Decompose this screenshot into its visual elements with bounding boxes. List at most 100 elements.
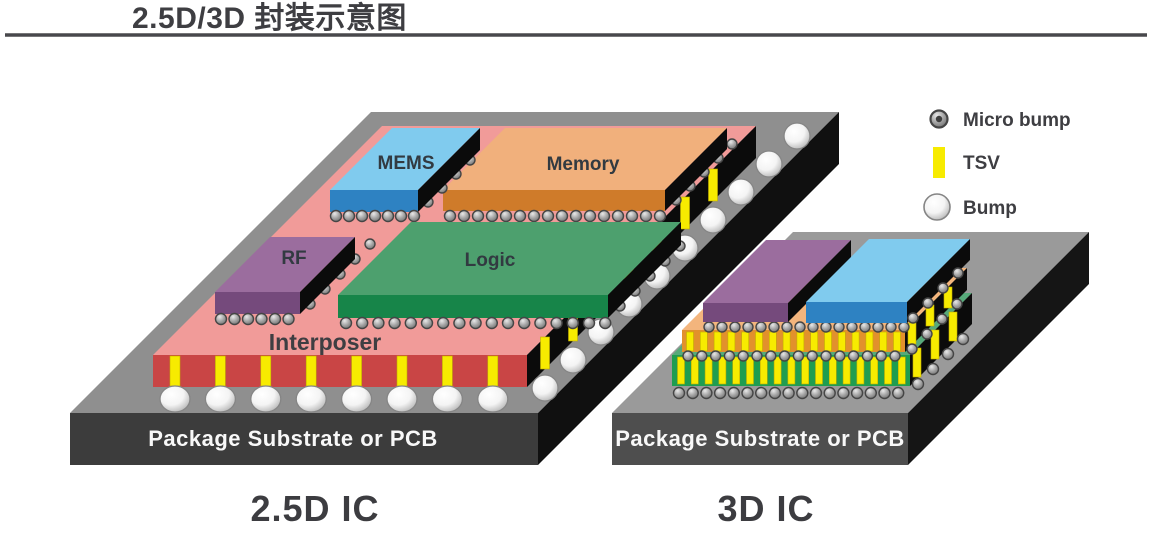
micro-bump [457, 209, 471, 223]
bump [386, 385, 418, 413]
caption-2-5d-ic: 2.5D IC [250, 488, 379, 529]
micro-bump [420, 316, 434, 330]
assembly-3d: Package Substrate or PCB [612, 232, 1089, 529]
g3-under-bumps [672, 386, 905, 400]
tsv [851, 331, 860, 352]
bump [699, 206, 727, 234]
micro-bump [765, 350, 777, 362]
tsv [787, 356, 796, 385]
bump [783, 122, 811, 150]
bump [340, 385, 373, 413]
substrate-label: Package Substrate or PCB [148, 426, 438, 451]
micro-bump [781, 321, 793, 333]
assembly-2-5d: Package Substrate or PCB Interposer Memo… [70, 112, 839, 529]
tsv [442, 355, 453, 387]
micro-bump [729, 321, 741, 333]
o3-diag-bumps [906, 298, 963, 355]
micro-bump [329, 209, 343, 223]
micro-bump [485, 316, 498, 330]
tsv [768, 331, 777, 352]
micro-bump [228, 312, 241, 326]
tsv [718, 356, 727, 385]
micro-bump [936, 313, 948, 325]
micro-bump [381, 209, 395, 223]
micro-bump [952, 267, 964, 279]
tsv [260, 355, 272, 387]
micro-bump [713, 386, 727, 400]
tsv-icon [933, 147, 945, 178]
micro-bump [437, 316, 450, 330]
logic-top-face [338, 222, 681, 295]
micro-bump [820, 321, 832, 333]
interposer-label: Interposer [269, 329, 382, 355]
micro-bump [846, 321, 858, 333]
tsv [686, 331, 694, 352]
substrate-front-face-3d [612, 413, 908, 465]
tsv [893, 331, 901, 352]
micro-bump [809, 386, 823, 400]
purple-die-front-face [703, 303, 788, 322]
micro-bump [726, 138, 738, 150]
die-blue-top [806, 239, 970, 324]
micro-bump [394, 209, 408, 223]
micro-bump-icon-dot [935, 115, 943, 123]
mems-bumps [329, 209, 421, 223]
substrate-front-face [70, 413, 538, 465]
micro-bump [682, 350, 694, 362]
micro-bump [820, 350, 832, 362]
micro-bump [755, 386, 768, 400]
tsv [948, 311, 958, 342]
tsv [837, 331, 846, 352]
tsv [690, 356, 699, 385]
tsv [540, 336, 550, 370]
micro-bump [407, 209, 421, 223]
micro-bump [716, 321, 728, 333]
interposer-front-face [153, 355, 527, 387]
rf-label: RF [281, 248, 306, 269]
b3-diag-bumps [907, 267, 964, 324]
bump-icon [923, 193, 951, 221]
micro-bump [499, 209, 513, 223]
micro-bump [922, 297, 934, 309]
blue-die-front-face [806, 302, 907, 323]
micro-bump [639, 209, 653, 223]
micro-bump [443, 209, 457, 223]
micro-bump [861, 350, 874, 362]
tsv [856, 356, 865, 385]
micro-bump [355, 209, 369, 223]
bump [531, 374, 559, 402]
substrate-side-face [538, 112, 839, 465]
micro-bump [501, 316, 515, 330]
tsv [824, 331, 832, 352]
bump [204, 385, 237, 413]
micro-bump [485, 209, 499, 223]
mems-front-face [330, 190, 418, 212]
logic-side-face [608, 222, 681, 318]
micro-bump [342, 209, 356, 223]
bump [295, 385, 327, 413]
micro-bump [583, 209, 597, 223]
micro-bump [555, 209, 569, 223]
tsv [699, 331, 708, 352]
micro-bump [255, 312, 268, 326]
micro-bump [878, 386, 891, 400]
micro-bump [550, 316, 563, 330]
tsv [773, 356, 782, 385]
chip-memory: Memory [443, 128, 738, 223]
micro-bump [755, 321, 767, 333]
micro-bump [834, 350, 846, 362]
micro-bump [833, 321, 845, 333]
micro-bump [569, 209, 583, 223]
micro-bump [792, 350, 805, 362]
tsv [782, 331, 791, 352]
micro-bump [937, 282, 949, 294]
legend: Micro bump TSV Bump [923, 109, 1071, 221]
blue-die-top-face [806, 239, 970, 302]
tsv [828, 356, 837, 385]
memory-front-face [443, 190, 665, 211]
page-title: 2.5D/3D 封装示意图 [132, 1, 407, 35]
micro-bump [921, 328, 933, 340]
memory-side-face [665, 128, 727, 211]
